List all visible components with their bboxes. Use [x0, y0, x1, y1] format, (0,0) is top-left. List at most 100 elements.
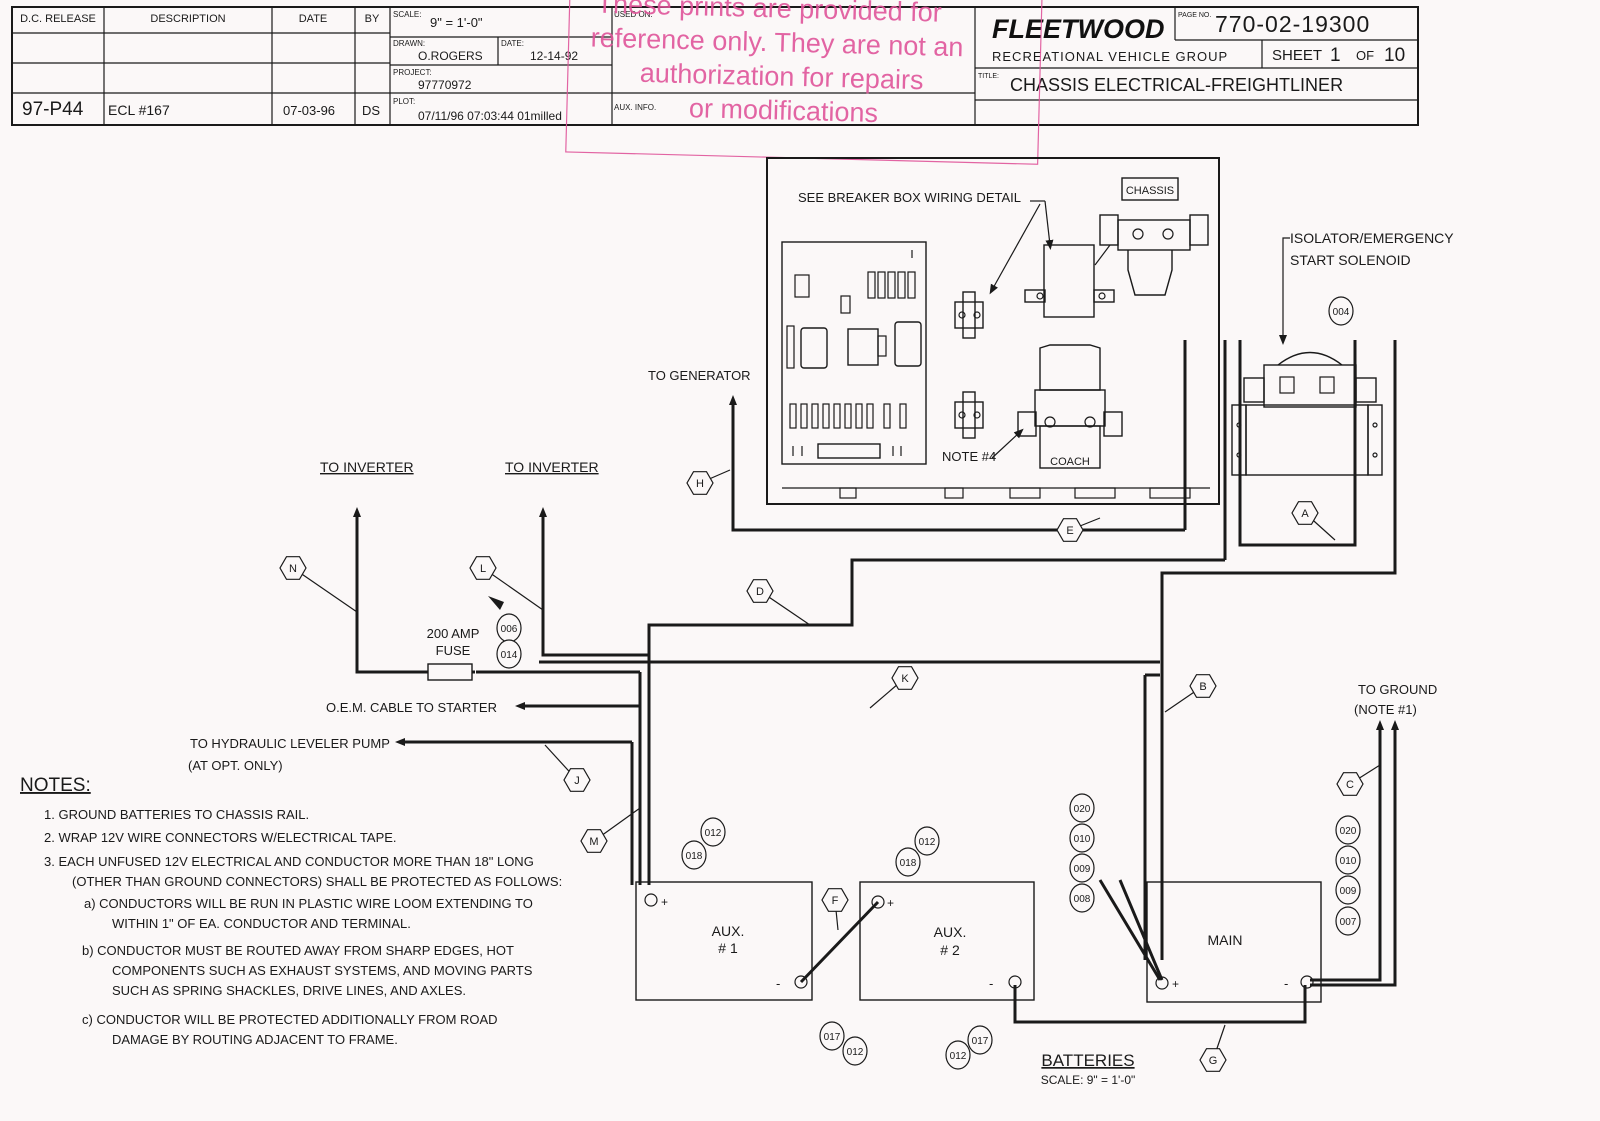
note-2: 2. WRAP 12V WIRE CONNECTORS W/ELECTRICAL…	[44, 830, 397, 845]
plot-value: 07/11/96 07:03:44 01milled	[418, 109, 562, 123]
coach-solenoid: COACH	[1017, 344, 1123, 469]
part-callout-p009: 009	[1335, 875, 1361, 905]
group-name: RECREATIONAL VEHICLE GROUP	[992, 49, 1228, 64]
fuse-pointer-icon	[488, 596, 504, 610]
part-callout-p010: 010	[1335, 845, 1361, 875]
plot-label: PLOT:	[393, 97, 415, 106]
part-number: 020	[1074, 804, 1091, 815]
part-circle-icon	[1328, 296, 1354, 326]
main-label: MAIN	[1208, 932, 1243, 948]
wire-tag-g: G	[1199, 1024, 1227, 1072]
wire-tag-e: E	[1056, 517, 1101, 542]
wire-tag-m: M	[580, 807, 641, 853]
wire-a	[1238, 340, 1357, 547]
part-number: 012	[919, 837, 936, 848]
part-callout-p010: 010	[1069, 823, 1095, 853]
note-3a-line-2: WITHIN 1" OF EA. CONDUCTOR AND TERMINAL.	[112, 916, 411, 931]
wire-h	[729, 395, 776, 532]
wire-b	[1160, 340, 1397, 960]
hexagon-icon	[279, 556, 307, 580]
hexagon-icon	[1056, 518, 1084, 542]
part-callout-p012: 012	[842, 1036, 868, 1066]
wire-g	[1013, 985, 1307, 1024]
wire-tag-letter: C	[1346, 779, 1354, 791]
part-circle-icon	[700, 817, 726, 847]
note-3c-line-1: c) CONDUCTOR WILL BE PROTECTED ADDITIONA…	[82, 1012, 498, 1027]
wire-tag-n: N	[279, 556, 358, 613]
part-number: 014	[501, 650, 518, 661]
project-label: PROJECT:	[393, 68, 432, 77]
part-circle-icon	[842, 1036, 868, 1066]
part-callout-p007: 007	[1335, 906, 1361, 936]
part-number: 009	[1340, 886, 1357, 897]
batteries-scale: SCALE: 9" = 1'-0"	[1041, 1073, 1136, 1087]
rev-date: 07-03-96	[283, 103, 335, 118]
part-number: 020	[1340, 826, 1357, 837]
part-number: 006	[501, 624, 518, 635]
part-circle-icon	[1069, 793, 1095, 823]
header-by: BY	[365, 13, 380, 25]
note-3-line-2: (OTHER THAN GROUND CONNECTORS) SHALL BE …	[72, 874, 562, 889]
wire-tag-letter: F	[832, 895, 839, 907]
wire-tag-b: B	[1164, 674, 1217, 713]
battery-main: + - MAIN	[1146, 881, 1322, 1003]
part-circle-icon	[1335, 875, 1361, 905]
bus-plate-lower	[954, 391, 984, 439]
aux2-plus: +	[887, 896, 894, 910]
part-number: 010	[1340, 856, 1357, 867]
part-callout-p020: 020	[1335, 815, 1361, 845]
part-callout-p004: 004	[1328, 296, 1354, 326]
part-number: 012	[847, 1047, 864, 1058]
company-logo: FLEETWOOD	[992, 14, 1164, 44]
wire-tag-f: F	[821, 888, 849, 931]
oem-cable-label: O.E.M. CABLE TO STARTER	[326, 700, 497, 715]
title-label: TITLE:	[978, 73, 999, 80]
note-3b-line-1: b) CONDUCTOR MUST BE ROUTED AWAY FROM SH…	[82, 943, 514, 958]
part-callout-p017: 017	[967, 1025, 993, 1055]
to-generator-label: TO GENERATOR	[648, 368, 751, 383]
wire-tag-letter: H	[696, 478, 704, 490]
wire-tag-leader	[292, 567, 358, 613]
breaker-detail-label: SEE BREAKER BOX WIRING DETAIL	[798, 190, 1021, 205]
sheet-label: SHEET	[1272, 47, 1322, 64]
sheet-number: 1	[1330, 45, 1341, 66]
wire-tag-letter: E	[1066, 525, 1073, 537]
aux1-label-2: # 1	[718, 940, 738, 956]
bus-plate-upper	[954, 291, 984, 339]
hexagon-icon	[746, 579, 774, 603]
batteries-caption: BATTERIES	[1041, 1051, 1134, 1070]
to-inverter-label-2: TO INVERTER	[505, 459, 599, 475]
hexagon-icon	[580, 829, 608, 853]
hexagon-icon	[1199, 1048, 1227, 1072]
header-release: D.C. RELEASE	[20, 13, 96, 25]
part-circle-icon	[1335, 906, 1361, 936]
wire-c	[1310, 735, 1382, 982]
drawn-label: DRAWN:	[393, 39, 425, 48]
aux2-label-2: # 2	[940, 942, 960, 958]
part-circle-icon	[1069, 853, 1095, 883]
notes-block: NOTES: 1. GROUND BATTERIES TO CHASSIS RA…	[20, 775, 562, 1047]
note-3-line-1: 3. EACH UNFUSED 12V ELECTRICAL AND CONDU…	[44, 854, 534, 869]
part-circle-icon	[819, 1021, 845, 1051]
hexagon-icon	[1291, 501, 1319, 525]
wire-f	[799, 900, 880, 984]
chassis-label: CHASSIS	[1126, 185, 1174, 197]
battery-aux1: + - AUX. # 1	[635, 881, 813, 1001]
sheet-total: 10	[1384, 45, 1405, 66]
wire-tag-k: K	[869, 666, 919, 709]
stamp-line-3: authorization for repairs	[639, 58, 923, 95]
part-callout-p018: 018	[681, 840, 707, 870]
wire-l	[541, 520, 649, 657]
part-callout-p014: 014	[496, 639, 522, 669]
date-value: 12-14-92	[530, 49, 578, 63]
breaker-box: SEE BREAKER BOX WIRING DETAIL	[766, 157, 1220, 505]
wire-tag-a: A	[1291, 501, 1336, 541]
wire-tag-d: D	[746, 579, 811, 626]
hexagon-icon	[686, 471, 714, 495]
part-circle-icon	[1069, 823, 1095, 853]
wire-tag-leader	[482, 567, 544, 611]
aux2-minus: -	[989, 976, 993, 991]
stamp-line-2: reference only. They are not an	[590, 23, 963, 63]
part-callout-p008: 008	[1069, 883, 1095, 913]
